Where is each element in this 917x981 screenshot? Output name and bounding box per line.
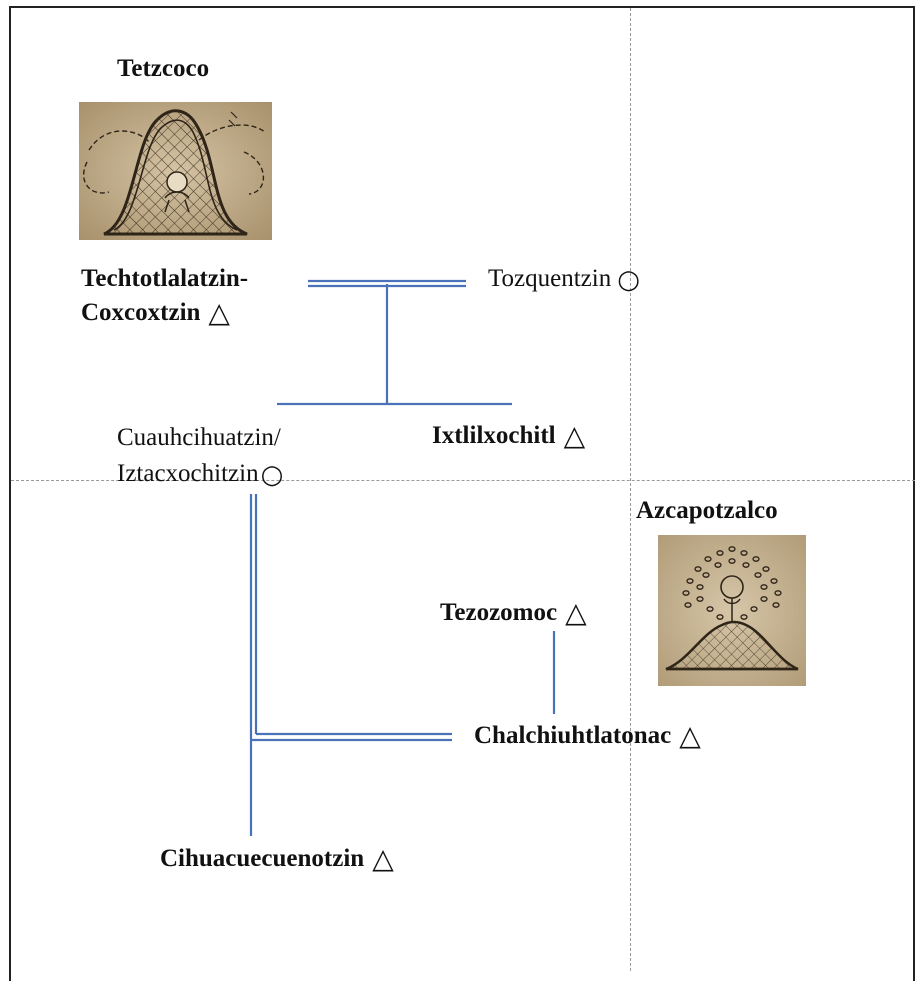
person-tozquentzin: Tozquentzin○ bbox=[488, 262, 640, 297]
person-chalchiuhtlatonac: Chalchiuhtlatonac △ bbox=[474, 719, 701, 752]
person-techtotlalatzin-line1: Techtotlalatzin- bbox=[81, 262, 248, 295]
person-cihuacuecuenotzin: Cihuacuecuenotzin △ bbox=[160, 842, 394, 875]
female-circle-icon: ○ bbox=[261, 459, 284, 492]
place-label-azcapotzalco: Azcapotzalco bbox=[636, 494, 778, 527]
person-cuauhcihuatzin: Iztacxochitzin○ bbox=[117, 457, 283, 492]
person-techtotlalatzin-line2: Coxcoxtzin bbox=[81, 299, 200, 326]
azcapotzalco-anthill-glyph-icon bbox=[658, 535, 806, 686]
person-tezozomoc-label: Tezozomoc bbox=[440, 599, 557, 626]
tetzcoco-hill-glyph-icon bbox=[79, 102, 272, 240]
person-techtotlalatzin: Coxcoxtzin △ bbox=[81, 296, 230, 329]
person-cuauhcihuatzin-line1: Cuauhcihuatzin/ bbox=[117, 421, 281, 454]
male-triangle-icon: △ bbox=[565, 596, 587, 629]
male-triangle-icon: △ bbox=[372, 842, 394, 875]
male-triangle-icon: △ bbox=[679, 719, 701, 752]
person-cuauhcihuatzin-line2: Iztacxochitzin bbox=[117, 460, 259, 487]
person-chalchiuhtlatonac-label: Chalchiuhtlatonac bbox=[474, 722, 671, 749]
person-cihuacuecuenotzin-label: Cihuacuecuenotzin bbox=[160, 845, 364, 872]
person-ixtlilxochitl-label: Ixtlilxochitl bbox=[432, 422, 556, 449]
male-triangle-icon: △ bbox=[564, 419, 586, 452]
person-tozquentzin-label: Tozquentzin bbox=[488, 265, 611, 292]
male-triangle-icon: △ bbox=[208, 296, 230, 329]
female-circle-icon: ○ bbox=[617, 264, 640, 297]
person-tezozomoc: Tezozomoc △ bbox=[440, 596, 587, 629]
person-ixtlilxochitl: Ixtlilxochitl △ bbox=[432, 419, 585, 452]
place-label-tetzcoco: Tetzcoco bbox=[117, 52, 209, 85]
